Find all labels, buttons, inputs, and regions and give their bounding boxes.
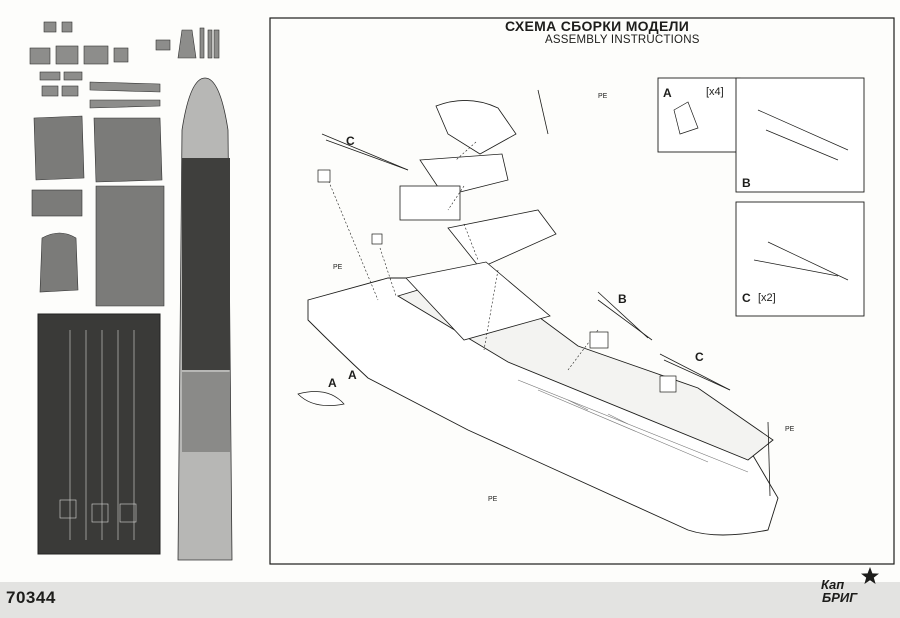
detail-a-multiplier: [x4] — [706, 86, 724, 98]
callout-a-bottom: A — [328, 376, 337, 390]
callout-pe-3: PE — [488, 496, 498, 503]
callout-pe-4: PE — [785, 426, 795, 433]
footer-band — [0, 582, 900, 618]
brand-line-2: БРИГ — [822, 590, 858, 605]
callout-pe-2: PE — [598, 93, 608, 100]
sprue-parts-panel — [29, 21, 233, 561]
callout-b-main: B — [618, 292, 627, 306]
product-code: 70344 — [6, 588, 56, 607]
brand-line-1: Кап — [821, 577, 845, 592]
callout-c-main: C — [346, 134, 355, 148]
callout-pe-1: PE — [333, 264, 343, 271]
star-icon — [861, 567, 879, 584]
detail-b-label: B — [742, 176, 751, 190]
callout-c-right: C — [695, 350, 704, 364]
detail-a-label: A — [663, 86, 672, 100]
callout-a-top: A — [348, 368, 357, 382]
title-en: ASSEMBLY INSTRUCTIONS — [545, 34, 700, 46]
detail-c-label: C — [742, 291, 751, 305]
brand-logo: Кап БРИГ — [808, 578, 857, 604]
detail-c-multiplier: [x2] — [758, 292, 776, 304]
assembly-frame — [269, 17, 895, 565]
title-ru: СХЕМА СБОРКИ МОДЕЛИ — [505, 18, 690, 34]
